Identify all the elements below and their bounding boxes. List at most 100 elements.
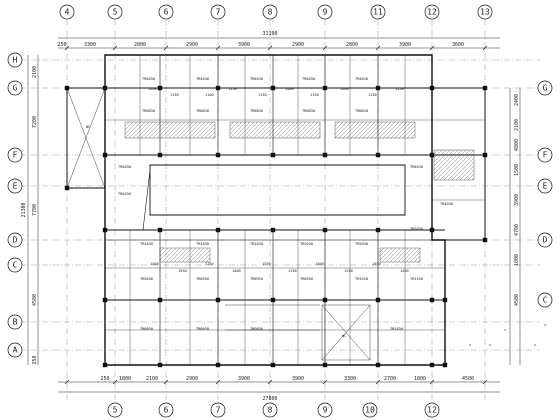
- axis-left-4: D: [13, 236, 18, 245]
- axis-top-0-circle: [59, 4, 75, 20]
- top-total-dimension: 31100: [262, 31, 277, 37]
- tick-top-7: [429, 45, 435, 51]
- axis-left-3: E: [13, 182, 18, 191]
- small-dim-6: 1150: [310, 93, 319, 97]
- axis-left-0-circle: [7, 52, 23, 68]
- room-tag-1: 7M4030: [196, 77, 209, 81]
- column-32: [322, 362, 328, 368]
- axis-bottom-1: 6: [164, 406, 169, 415]
- hatch-lines-0: [124, 121, 216, 139]
- dim-left-3: 4500: [32, 294, 38, 306]
- room-tag-18: TM2030: [355, 242, 368, 246]
- dim-bottom-5: 3900: [292, 376, 304, 382]
- axis-bottom-2-circle: [210, 402, 226, 418]
- room-tag-17: TM2030: [300, 242, 313, 246]
- wc-label-right: WC: [342, 334, 346, 338]
- tick-bottom-1: [112, 379, 118, 385]
- axis-top-1: 5: [113, 8, 118, 17]
- dim-bottom-9: 4500: [462, 376, 474, 382]
- room-tag-11: TM4030: [118, 192, 131, 196]
- column-36: [482, 152, 488, 158]
- column-17: [270, 227, 276, 233]
- room-tag-25: TM0850: [140, 327, 153, 331]
- dim-top-6: 2800: [346, 42, 358, 48]
- dim-top-4: 3900: [238, 42, 250, 48]
- axis-bottom-5: 10: [365, 406, 375, 415]
- hatch-lines-3: [159, 247, 211, 263]
- axis-top-1-circle: [107, 4, 123, 20]
- column-16: [215, 227, 221, 233]
- room-tag-24: TM1550: [410, 277, 423, 281]
- room-tag-12: TM4030: [410, 165, 423, 169]
- dim-left-4: 250: [32, 355, 38, 364]
- room-tag-5: TM0830: [142, 109, 155, 113]
- watermark-dots: [468, 323, 547, 347]
- tick-bottom-3: [215, 379, 221, 385]
- axis-top-2: 6: [164, 8, 169, 17]
- axis-right-4: C: [543, 296, 548, 305]
- axis-left-3-circle: [7, 178, 23, 194]
- axis-bottom-2: 7: [216, 406, 221, 415]
- column-29: [157, 362, 163, 368]
- column-31: [270, 362, 276, 368]
- tick-top-2: [163, 45, 169, 51]
- room-tag-9: TM0830: [355, 109, 368, 113]
- tick-bottom-5: [322, 379, 328, 385]
- column-0: [102, 85, 108, 91]
- room-tag-23: TM1550: [355, 277, 368, 281]
- column-6: [429, 85, 435, 91]
- tick-top-3: [215, 45, 221, 51]
- vertical-axis-lines: [66, 20, 486, 400]
- dim-right-4: 3900: [514, 194, 520, 206]
- column-19: [375, 227, 381, 233]
- axis-top-2-circle: [158, 4, 174, 20]
- room-tag-6: TM0830: [196, 109, 209, 113]
- room-tag-16: TM1830: [250, 242, 263, 246]
- column-8: [157, 152, 163, 158]
- room-tag-28: 7M1830: [390, 327, 403, 331]
- room-tag-19: TM2030: [140, 277, 153, 281]
- tick-top-1: [112, 45, 118, 51]
- column-30: [215, 362, 221, 368]
- axis-top-3-circle: [210, 4, 226, 20]
- tick-top-0: [64, 45, 70, 51]
- axis-bottom-3-circle: [262, 402, 278, 418]
- column-15: [157, 227, 163, 233]
- hatch-lines-5: [433, 149, 475, 181]
- small-dim-18: 1550: [372, 262, 381, 266]
- dim-right-7: 4500: [514, 294, 520, 306]
- small-dim-1: 1150: [170, 93, 179, 97]
- dim-top-3: 2900: [186, 42, 198, 48]
- column-27: [429, 297, 435, 303]
- building-walls: [66, 54, 486, 366]
- dim-right-3: 1500: [514, 164, 520, 176]
- axis-left-5-circle: [7, 257, 23, 273]
- axis-left-2: F: [13, 151, 18, 160]
- axis-left-2-circle: [7, 147, 23, 163]
- dim-right-5: 4700: [514, 224, 520, 236]
- room-tag-0: 7M4030: [142, 77, 155, 81]
- small-dim-16: 1400: [315, 262, 324, 266]
- dim-right-1: 2100: [514, 119, 520, 131]
- axis-right-3: D: [543, 236, 548, 245]
- column-41: [64, 185, 70, 191]
- axis-top-5: 9: [323, 8, 328, 17]
- axis-left-0: H: [13, 56, 18, 65]
- axis-top-6: 11: [373, 8, 383, 17]
- axis-right-3-circle: [537, 232, 553, 248]
- column-11: [322, 152, 328, 158]
- hatch-lines-4: [379, 247, 421, 263]
- dim-bottom-7: 2700: [384, 376, 396, 382]
- small-dim-3: 1150: [228, 87, 237, 91]
- dimension-lines: [27, 37, 521, 393]
- small-dim-11: 1550: [178, 269, 187, 273]
- small-dim-15: 1150: [288, 269, 297, 273]
- axis-left-7-circle: [7, 342, 23, 358]
- room-tag-7: TM0830: [250, 109, 263, 113]
- dim-bottom-3: 2900: [186, 376, 198, 382]
